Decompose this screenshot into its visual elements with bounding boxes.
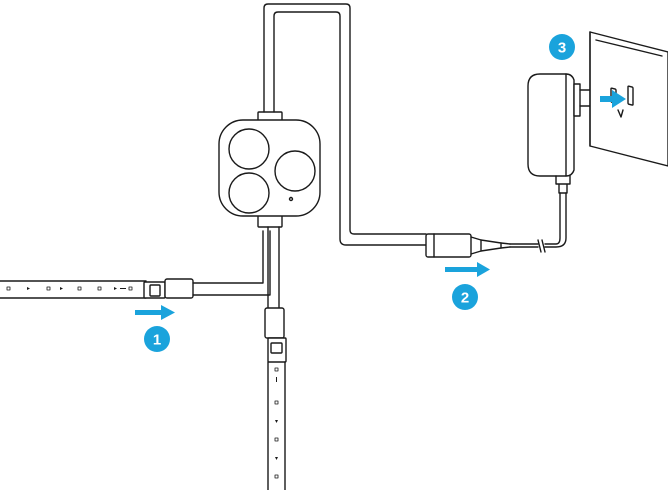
controller-box — [219, 112, 320, 227]
power-adapter — [528, 74, 600, 193]
step-badge-2: 2 — [452, 284, 478, 310]
step-number: 1 — [153, 332, 161, 349]
power-plug — [426, 193, 566, 257]
vertical-led-strip — [268, 362, 285, 490]
step-badge-3: 3 — [549, 34, 575, 60]
vertical-cable — [265, 227, 284, 338]
step-number: 3 — [558, 40, 566, 57]
arrow-right-icon — [135, 305, 175, 320]
light-strip-connector — [144, 231, 270, 298]
vertical-strip-connector — [268, 338, 286, 362]
step-number: 2 — [461, 290, 469, 307]
arrow-right-icon — [445, 262, 490, 277]
horizontal-led-strip — [0, 281, 146, 298]
step-badge-1: 1 — [144, 326, 170, 352]
